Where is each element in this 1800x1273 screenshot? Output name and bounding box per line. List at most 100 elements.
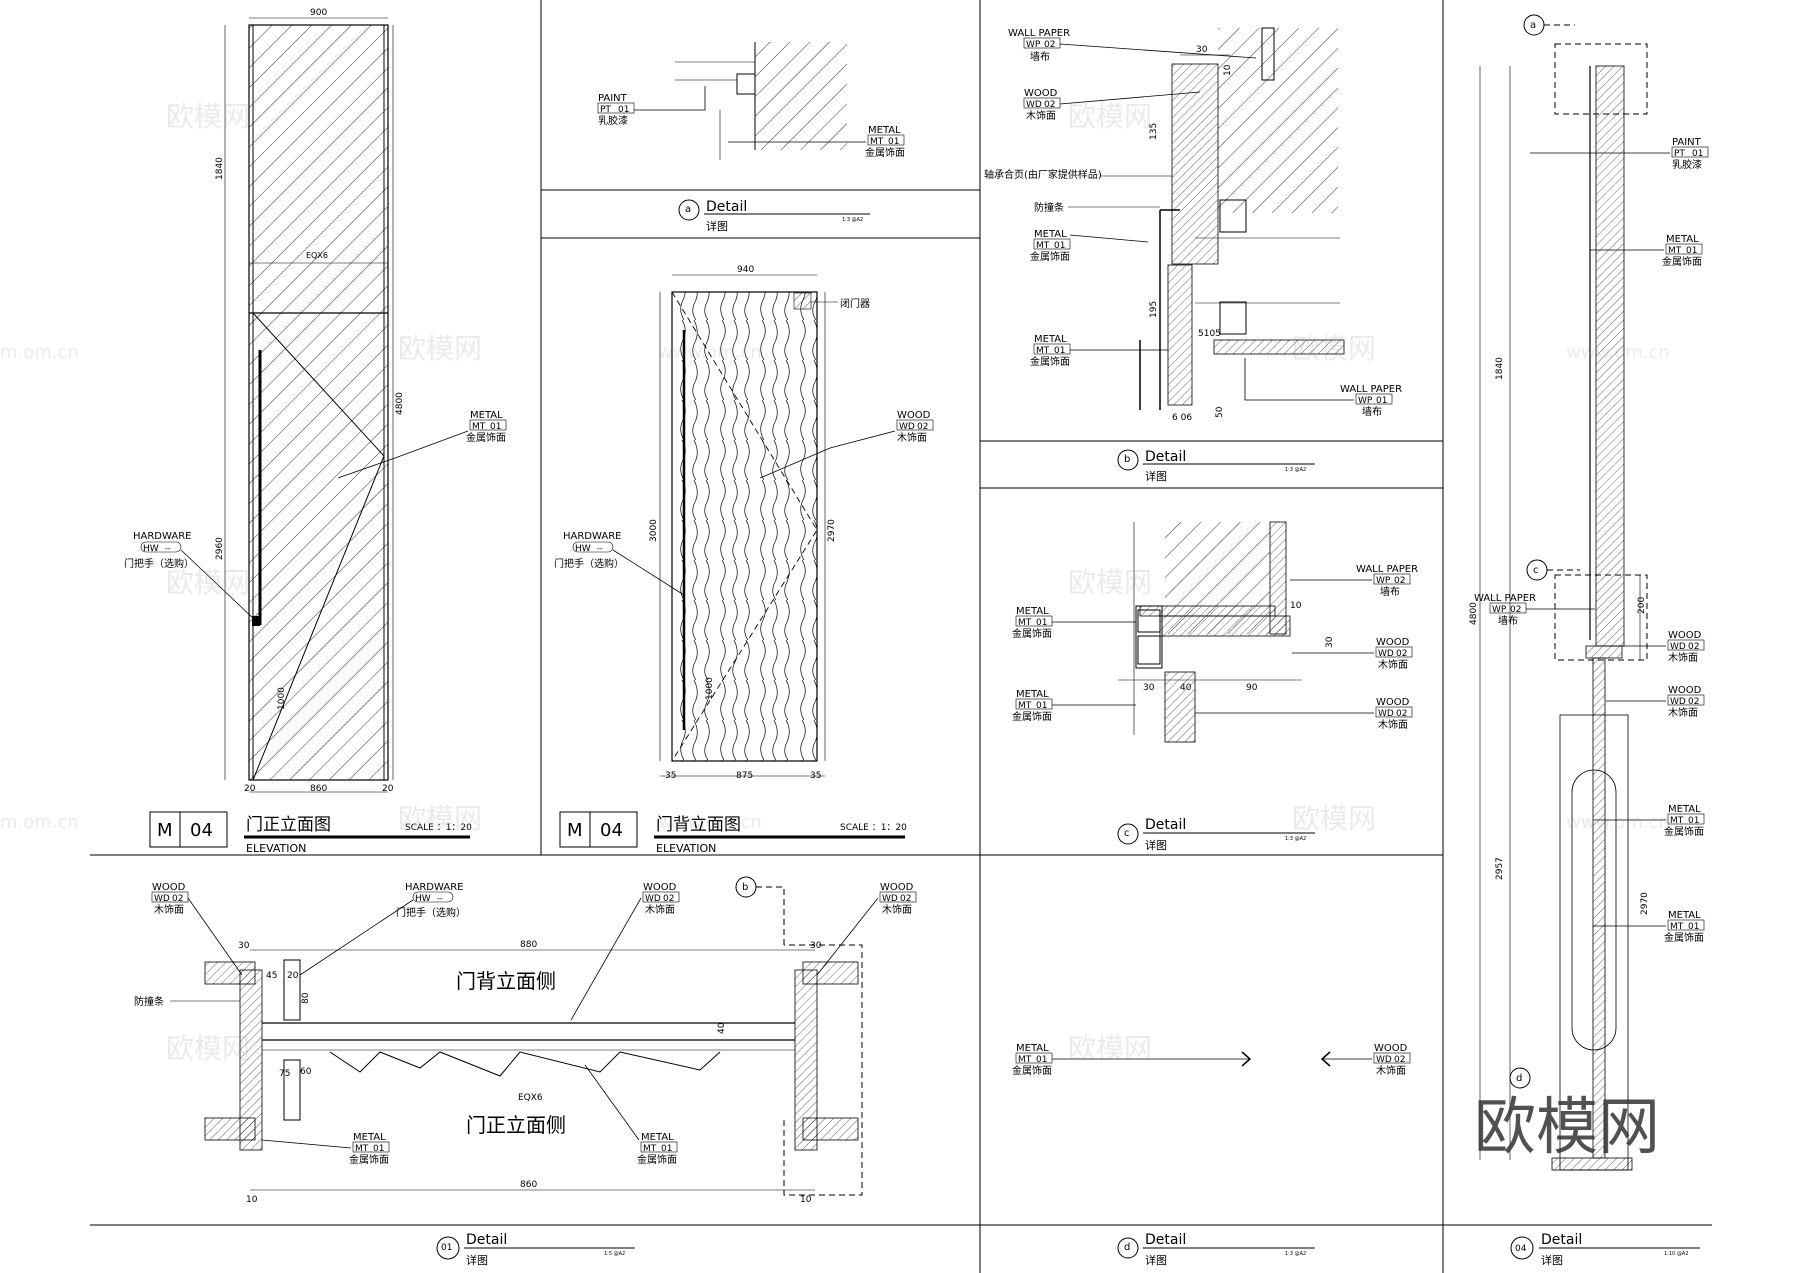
detail-01-dim-eq: EQX6 <box>518 1093 543 1103</box>
front-1000-dim: 1000 <box>277 687 287 710</box>
svg-text:欧模网: 欧模网 <box>166 1032 250 1065</box>
back-side-label: 门背立面侧 <box>456 969 556 993</box>
svg-text:MT: MT <box>1668 246 1682 256</box>
svg-text:PT: PT <box>600 105 611 115</box>
svg-text:墙布: 墙布 <box>1380 585 1400 598</box>
svg-text:详图: 详图 <box>466 1253 488 1267</box>
svg-text:Detail: Detail <box>1145 817 1186 833</box>
svg-text:WD: WD <box>882 894 898 904</box>
front-elevation-title: M 04 门正立面图 ELEVATION SCALE ：1：20 <box>149 811 472 855</box>
svg-text:木饰面: 木饰面 <box>882 903 912 916</box>
svg-text:木饰面: 木饰面 <box>1668 706 1698 719</box>
svg-text:详图: 详图 <box>706 219 728 233</box>
svg-text:MT: MT <box>1018 1055 1032 1065</box>
svg-text:1:3 @A2: 1:3 @A2 <box>1285 467 1306 473</box>
svg-text:WOOD: WOOD <box>1668 685 1702 696</box>
svg-text:m.om.cn: m.om.cn <box>0 812 79 833</box>
detail-04-marker-c: c <box>1526 559 1580 581</box>
svg-text:金属饰面: 金属饰面 <box>1012 627 1052 640</box>
back-3000-dim: 3000 <box>649 519 659 542</box>
svg-text:木饰面: 木饰面 <box>645 903 675 916</box>
detail-01: 880 860 30 30 45 20 80 40 75 60 EQX6 10 … <box>134 876 917 1267</box>
back-1000-dim: 1000 <box>705 677 715 700</box>
detail-a: PAINT PT 01 乳胶漆 METAL MT 01 金属饰面 a Detai… <box>597 42 905 233</box>
svg-text:MT: MT <box>1018 618 1032 628</box>
svg-text:欧模网: 欧模网 <box>1292 802 1376 835</box>
svg-text:HW: HW <box>143 544 159 554</box>
svg-text:WALL PAPER: WALL PAPER <box>1356 564 1418 575</box>
svg-text:欧模网: 欧模网 <box>166 100 250 133</box>
svg-text:HARDWARE: HARDWARE <box>563 531 621 542</box>
detail-b-bumper-note: 防撞条 <box>1034 201 1064 214</box>
detail-b-dim-10: 10 <box>1223 64 1233 76</box>
svg-text:WALL PAPER: WALL PAPER <box>1474 593 1536 604</box>
detail-c-wallpaper: WALL PAPER WP 02 墙布 <box>1290 564 1418 598</box>
svg-text:www.om.cn: www.om.cn <box>658 342 762 363</box>
svg-text:金属饰面: 金属饰面 <box>1030 250 1070 263</box>
svg-text:ELEVATION: ELEVATION <box>246 842 306 855</box>
detail-01-dim-45: 45 <box>266 971 277 981</box>
detail-04-paint: PAINT PT 01 乳胶漆 <box>1530 137 1709 171</box>
svg-text:02: 02 <box>1394 1055 1405 1065</box>
svg-text:MT: MT <box>1036 346 1050 356</box>
svg-text:04: 04 <box>600 820 623 841</box>
svg-text:MT: MT <box>1036 241 1050 251</box>
detail-c-title: c Detail 详图 1:3 @A2 <box>1117 817 1315 852</box>
svg-text:METAL: METAL <box>1034 229 1067 240</box>
section-b-marker: b <box>735 876 863 1196</box>
svg-text:1:3 @A2: 1:3 @A2 <box>1285 1251 1306 1257</box>
svg-text:02: 02 <box>1044 40 1055 50</box>
svg-text:木饰面: 木饰面 <box>1378 658 1408 671</box>
svg-text:METAL: METAL <box>1668 910 1701 921</box>
svg-text:c: c <box>1124 828 1130 839</box>
detail-01-dim-40: 40 <box>717 1022 727 1034</box>
detail-01-bumper-note: 防撞条 <box>134 995 164 1008</box>
svg-text:MT: MT <box>1670 816 1684 826</box>
svg-text:METAL: METAL <box>1666 234 1699 245</box>
svg-text:金属饰面: 金属饰面 <box>1664 825 1704 838</box>
svg-text:门背立面图: 门背立面图 <box>656 815 741 835</box>
svg-text:01: 01 <box>1692 149 1703 159</box>
svg-text:详图: 详图 <box>1145 469 1167 483</box>
detail-01-dim-75: 75 <box>279 1069 290 1079</box>
svg-text:金属饰面: 金属饰面 <box>1012 710 1052 723</box>
svg-text:01: 01 <box>1036 618 1047 628</box>
detail-04-dim-4800: 4800 <box>1469 602 1479 625</box>
svg-text:WOOD: WOOD <box>1376 697 1410 708</box>
detail-04-dim-200: 200 <box>1637 597 1647 614</box>
svg-text:01: 01 <box>1036 701 1047 711</box>
svg-text:www.om.cn: www.om.cn <box>658 812 762 833</box>
detail-01-wood-left: WOOD WD 02 木饰面 <box>151 882 243 976</box>
svg-text:--: -- <box>597 544 603 553</box>
front-eq-dim: EQX6 <box>306 251 328 260</box>
front-lower-height-dim: 2960 <box>215 537 225 560</box>
detail-c-dim-10: 10 <box>1290 601 1302 611</box>
svg-text:Detail: Detail <box>706 199 747 215</box>
back-width-dim: 940 <box>737 265 754 275</box>
detail-b-dim-5105: 5105 <box>1198 329 1221 339</box>
detail-01-hardware: HARDWARE HW -- 门把手（选购） <box>299 882 466 976</box>
svg-text:PT: PT <box>1674 149 1685 159</box>
svg-text:b: b <box>1124 454 1130 465</box>
svg-text:金属饰面: 金属饰面 <box>466 431 506 444</box>
front-bottom-mid-dim: 860 <box>310 784 327 794</box>
detail-04-dim-2957: 2957 <box>1495 857 1505 880</box>
svg-text:墙布: 墙布 <box>1362 405 1382 418</box>
svg-text:金属饰面: 金属饰面 <box>1662 255 1702 268</box>
front-upper-height-dim: 1840 <box>215 157 225 180</box>
watermark-big: 欧模网 <box>1474 1090 1660 1163</box>
detail-b-wallpaper-bottom: WALL PAPER WP 01 墙布 <box>1244 358 1402 418</box>
svg-text:METAL: METAL <box>470 410 503 421</box>
svg-text:M: M <box>567 820 583 841</box>
door-closer-label: 闭门器 <box>840 297 870 310</box>
svg-text:WD: WD <box>1026 100 1042 110</box>
svg-text:PAINT: PAINT <box>1672 137 1702 148</box>
detail-04: 1840 4800 2957 2970 200 a c d PAINT PT 0… <box>1469 14 1709 1267</box>
svg-text:欧模网: 欧模网 <box>398 802 482 835</box>
svg-text:01: 01 <box>1054 241 1065 251</box>
svg-text:01: 01 <box>1688 922 1699 932</box>
svg-text:Detail: Detail <box>1145 1232 1186 1248</box>
svg-text:WD: WD <box>1376 1055 1392 1065</box>
svg-text:Detail: Detail <box>1145 449 1186 465</box>
